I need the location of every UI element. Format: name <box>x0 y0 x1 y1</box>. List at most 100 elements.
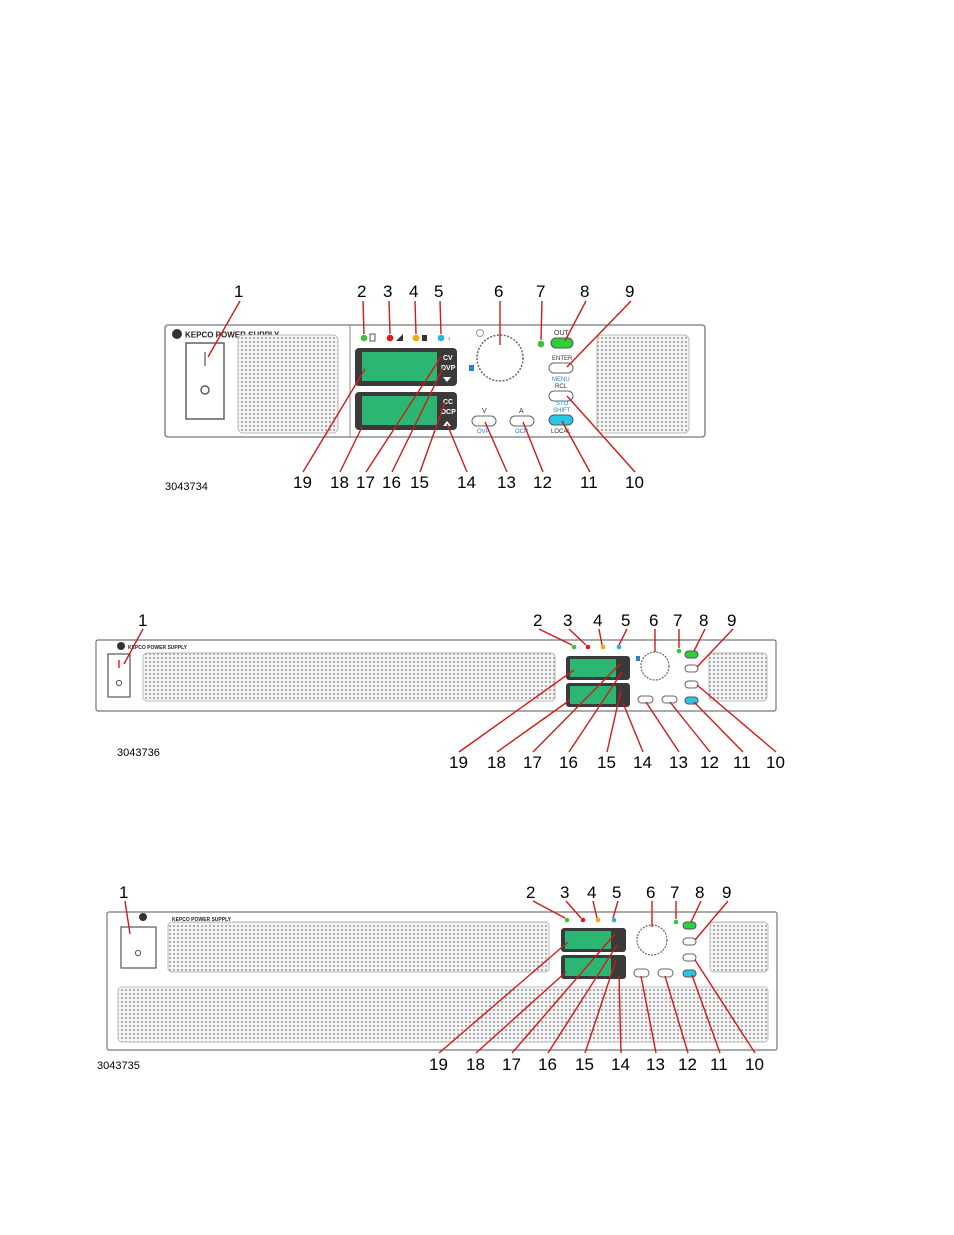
output-button[interactable] <box>682 921 697 930</box>
shift-arrow-icon: ↑ <box>447 335 451 344</box>
enter-label: ENTER <box>552 356 573 362</box>
up-arrow-icon <box>443 421 451 426</box>
voltage-button[interactable] <box>471 415 497 427</box>
kepco-logo-icon <box>117 642 125 650</box>
callout: 9 <box>625 282 634 301</box>
power-switch[interactable] <box>107 653 131 698</box>
callout: 6 <box>646 883 655 902</box>
callout: 13 <box>669 753 688 772</box>
menu-label: MENU <box>552 377 570 383</box>
callout: 15 <box>597 753 616 772</box>
callout: 16 <box>538 1055 557 1074</box>
warning-icon <box>396 334 403 341</box>
callout: 12 <box>533 473 552 492</box>
current-button[interactable] <box>509 415 535 427</box>
voltage-button[interactable] <box>637 695 654 704</box>
callout: 18 <box>330 473 349 492</box>
callout: 10 <box>745 1055 764 1074</box>
callout: 1 <box>234 282 243 301</box>
adjust-knob[interactable] <box>476 334 524 382</box>
output-button[interactable] <box>550 337 574 349</box>
callout: 19 <box>449 753 468 772</box>
recall-button[interactable] <box>684 680 699 689</box>
callout: 14 <box>457 473 476 492</box>
callout: 19 <box>429 1055 448 1074</box>
brand-label: KEPCO POWER SUPPLY <box>128 645 188 651</box>
led-red <box>386 334 394 342</box>
callout: 8 <box>699 611 708 630</box>
callouts-bottom-3: 19 18 17 16 15 14 13 12 11 10 <box>429 1055 764 1074</box>
output-led <box>537 340 545 348</box>
voltage-display <box>362 352 437 381</box>
voltage-display <box>565 931 611 949</box>
callouts-bottom-2: 19 18 17 16 15 14 13 12 11 10 <box>449 753 785 772</box>
shift-label: SHIFT <box>553 408 571 414</box>
adjust-knob[interactable] <box>636 924 668 956</box>
callout: 7 <box>670 883 679 902</box>
remote-icon <box>369 333 376 342</box>
vent-grille-right <box>708 652 768 702</box>
callout: 1 <box>138 611 147 630</box>
callout: 17 <box>502 1055 521 1074</box>
callout: 13 <box>497 473 516 492</box>
panel-2: KEPCO POWER SUPPLY 1 2 3 4 5 6 7 8 <box>95 611 785 772</box>
current-button[interactable] <box>661 695 678 704</box>
led-yellow <box>412 334 420 342</box>
shift-button[interactable] <box>548 414 574 426</box>
output-button[interactable] <box>684 650 699 659</box>
led-green <box>571 644 577 650</box>
callout: 14 <box>633 753 652 772</box>
leader-lines-3 <box>124 900 756 1054</box>
callout: 8 <box>580 282 589 301</box>
enter-button[interactable] <box>684 664 699 673</box>
enter-button[interactable] <box>548 362 574 374</box>
led-yellow <box>595 917 601 923</box>
callout: 18 <box>487 753 506 772</box>
recall-button[interactable] <box>548 390 574 402</box>
power-switch[interactable] <box>120 926 157 969</box>
callout: 4 <box>409 282 418 301</box>
knob-lock-icon <box>636 656 640 661</box>
brand-label: KEPCO POWER SUPPLY <box>172 917 232 923</box>
callout: 3 <box>383 282 392 301</box>
v-label: V <box>482 408 487 415</box>
callouts-top-1: 1 2 3 4 5 6 7 8 9 <box>234 282 634 301</box>
callout: 1 <box>119 883 128 902</box>
callout: 16 <box>559 753 578 772</box>
led-red <box>580 917 586 923</box>
callout: 11 <box>710 1055 728 1074</box>
callout: 15 <box>575 1055 594 1074</box>
callout: 5 <box>621 611 630 630</box>
figure-number: 3043736 <box>117 747 160 759</box>
callouts-bottom-1: 19 18 17 16 15 14 13 12 11 10 <box>293 473 644 492</box>
dvp-label: DVP <box>441 365 456 372</box>
shift-button[interactable] <box>684 696 699 705</box>
voltage-display <box>570 659 616 677</box>
voltage-button[interactable] <box>633 968 650 978</box>
callout: 5 <box>612 883 621 902</box>
output-led <box>676 648 682 654</box>
callout: 8 <box>695 883 704 902</box>
enter-button[interactable] <box>682 937 697 946</box>
callout: 19 <box>293 473 312 492</box>
panel-1: KEPCO POWER SUPPLY ↑ CV DVP CC DCP V <box>164 282 706 493</box>
shift-button[interactable] <box>682 969 697 978</box>
switch-off-mark <box>115 679 123 687</box>
callout: 7 <box>673 611 682 630</box>
recall-button[interactable] <box>682 953 697 962</box>
adjust-knob[interactable] <box>640 651 670 681</box>
led-cyan <box>611 917 617 923</box>
local-label: LOCAL <box>551 429 571 435</box>
panel-3: KEPCO POWER SUPPLY 1 2 3 4 5 6 7 8 <box>97 883 778 1074</box>
callout: 13 <box>646 1055 665 1074</box>
rcl-label: RCL <box>555 384 568 390</box>
current-button[interactable] <box>657 968 674 978</box>
figure-number: 3043734 <box>165 481 208 493</box>
ocp-label: OCP <box>515 429 528 435</box>
vent-grille-right <box>596 334 690 434</box>
sto-label: STO <box>556 401 569 407</box>
callout: 18 <box>466 1055 485 1074</box>
led-cyan <box>437 334 445 342</box>
callout: 11 <box>580 473 598 492</box>
vent-grille-right <box>709 921 769 973</box>
